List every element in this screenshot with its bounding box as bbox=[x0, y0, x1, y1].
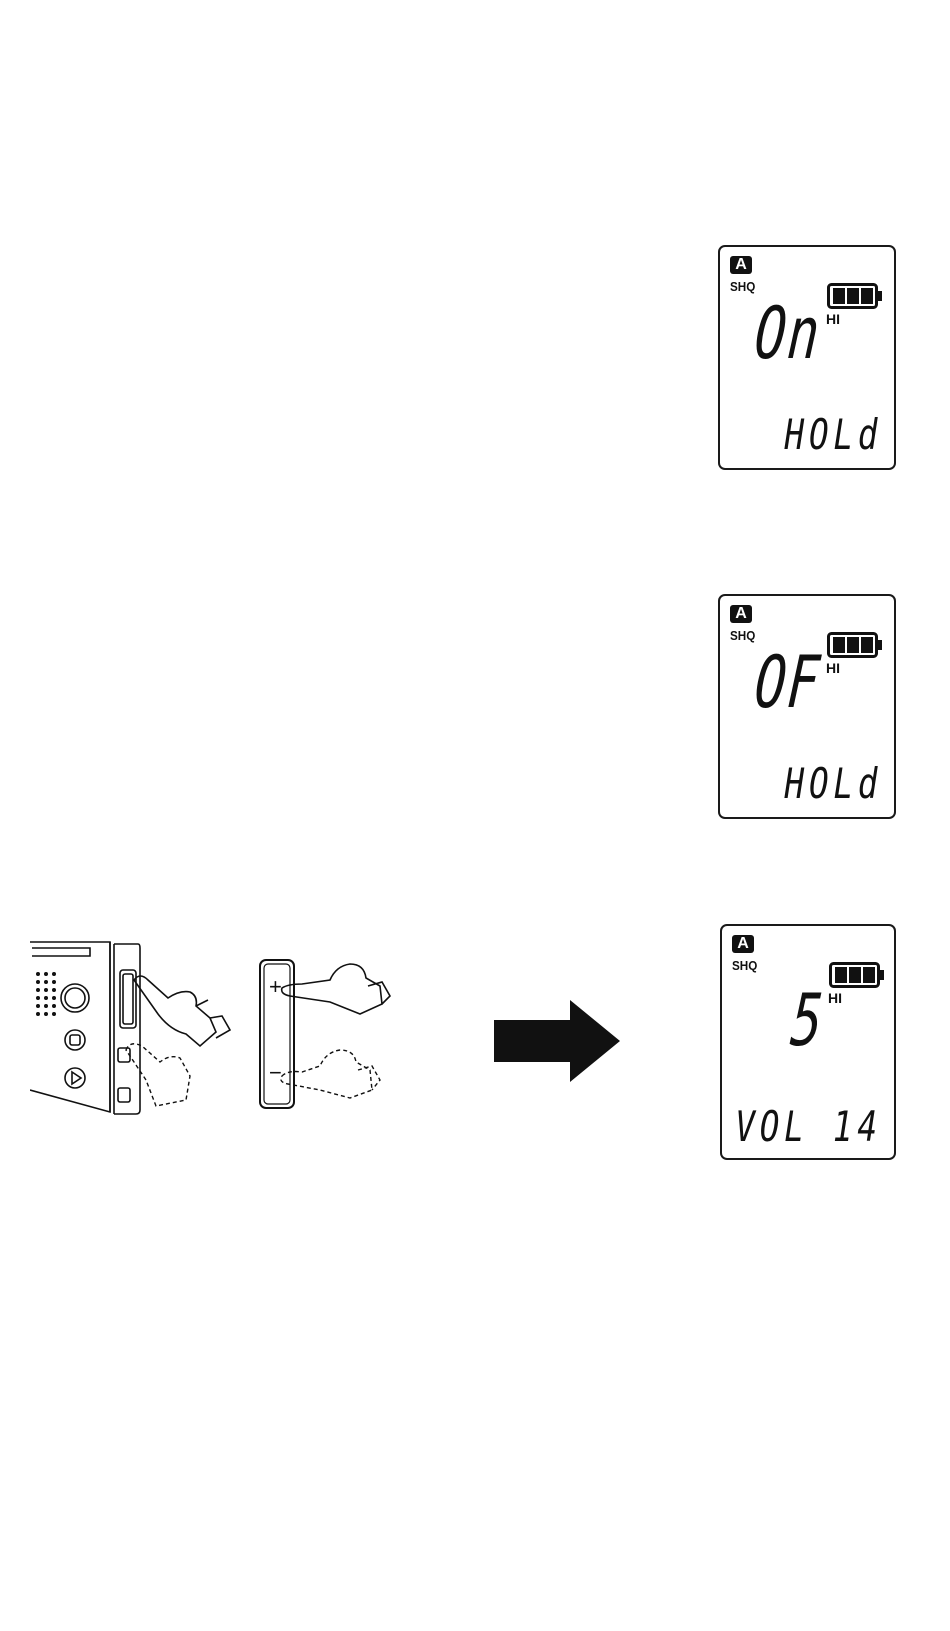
folder-indicator: A bbox=[730, 256, 752, 274]
hand-pointer-icon bbox=[134, 976, 230, 1046]
hand-pointer-dashed-icon bbox=[281, 1050, 380, 1098]
battery-level-label: HI bbox=[828, 990, 842, 1006]
battery-icon bbox=[829, 962, 885, 988]
sub-readout: VOL 14 bbox=[736, 1106, 882, 1148]
sub-readout: HOLd bbox=[784, 414, 882, 456]
recording-mode-label: SHQ bbox=[730, 628, 755, 643]
speaker-grille bbox=[36, 972, 56, 1016]
battery-level-label: HI bbox=[826, 660, 840, 676]
device-volume-illustration: + − bbox=[30, 930, 395, 1130]
minus-symbol: − bbox=[269, 1060, 282, 1085]
recording-mode-label: SHQ bbox=[732, 958, 757, 973]
folder-indicator: A bbox=[730, 605, 752, 623]
plus-symbol: + bbox=[269, 974, 282, 999]
lcd-display-hold-off: A SHQ HI OF HOLd bbox=[718, 594, 896, 819]
arrow-right-icon bbox=[494, 1000, 620, 1082]
battery-icon bbox=[827, 632, 883, 658]
device-side-view bbox=[30, 942, 140, 1114]
recording-mode-label: SHQ bbox=[730, 279, 755, 294]
main-readout: 5 bbox=[789, 984, 827, 1056]
folder-indicator: A bbox=[732, 935, 754, 953]
lcd-display-hold-on: A SHQ HI On HOLd bbox=[718, 245, 896, 470]
battery-level-label: HI bbox=[826, 311, 840, 327]
main-readout: On bbox=[753, 297, 824, 369]
main-readout: OF bbox=[753, 646, 824, 718]
lcd-display-volume: A SHQ HI 5 VOL 14 bbox=[720, 924, 896, 1160]
hand-pointer-icon bbox=[282, 964, 390, 1014]
battery-icon bbox=[827, 283, 883, 309]
hand-pointer-dashed-icon bbox=[126, 1044, 190, 1106]
sub-readout: HOLd bbox=[784, 763, 882, 805]
